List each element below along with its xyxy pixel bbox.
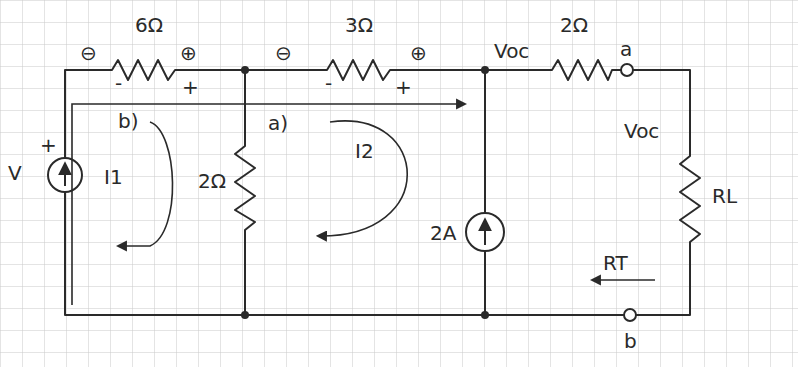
- middle-resistor-wire: [235, 70, 255, 315]
- polarity-sign: +: [40, 134, 57, 156]
- current-source: [466, 213, 504, 251]
- node-voltage: Voc: [494, 40, 529, 62]
- polarity-sign: -: [325, 72, 332, 94]
- terminal-name: a: [620, 38, 632, 60]
- resistor-value: 3Ω: [345, 14, 373, 36]
- bottom-wire: [65, 192, 624, 315]
- source-arrow: [64, 164, 66, 186]
- resistance-name: RT: [603, 252, 628, 274]
- load-resistor-wire: [633, 70, 700, 315]
- polarity-sign: +: [395, 76, 412, 98]
- resistor-value: 6Ω: [135, 14, 163, 36]
- current-arrow: [484, 220, 486, 245]
- source-name: V: [8, 162, 22, 184]
- loop-arrow: [118, 122, 173, 246]
- terminal-a: [621, 64, 633, 76]
- junction-dot: [241, 311, 249, 319]
- polarity-mark: ⊕: [410, 42, 427, 64]
- loop-tag: a): [268, 112, 288, 134]
- polarity-sign: -: [115, 72, 122, 94]
- polarity-mark: ⊕: [180, 42, 197, 64]
- wires: [48, 60, 700, 321]
- junction-dot: [481, 66, 489, 74]
- source-value: 2A: [430, 222, 456, 244]
- junction-dot: [481, 311, 489, 319]
- resistance-arrow: [592, 279, 655, 281]
- mesh-current: I1: [104, 166, 123, 188]
- mesh-current: I2: [355, 140, 374, 162]
- resistor-value: 2Ω: [198, 170, 226, 192]
- loop-arrow: [318, 121, 407, 236]
- terminal-b: [624, 309, 636, 321]
- resistor-value: 2Ω: [560, 14, 588, 36]
- loop-tag: b): [118, 110, 139, 132]
- polarity-sign: +: [182, 76, 199, 98]
- terminal-name: b: [624, 330, 637, 352]
- polarity-mark: ⊖: [80, 42, 97, 64]
- voltage-source: [48, 158, 82, 192]
- polarity-mark: ⊖: [275, 42, 292, 64]
- source-branch-wire: [484, 70, 486, 315]
- kvl-path-arrow: [72, 104, 465, 305]
- top-wire: [65, 60, 621, 158]
- resistor-name: RL: [712, 185, 737, 207]
- node-voltage: Voc: [624, 120, 659, 142]
- junction-dot: [241, 66, 249, 74]
- annotation-arrows: [72, 104, 655, 305]
